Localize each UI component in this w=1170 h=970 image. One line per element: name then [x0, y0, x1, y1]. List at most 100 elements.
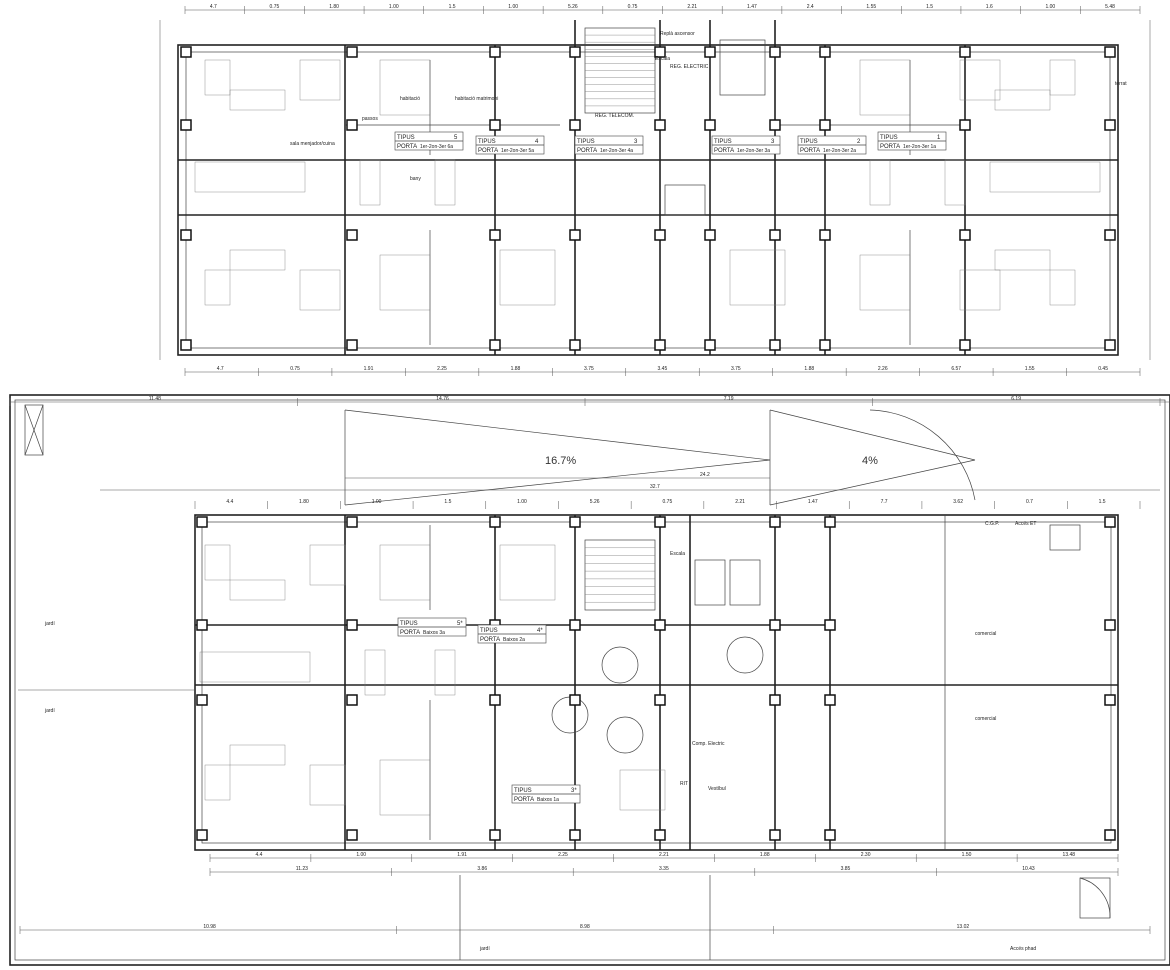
door-label: PORTA [577, 148, 597, 154]
dimension-label: 3.86 [477, 866, 487, 872]
dimension-label: 1.00 [517, 499, 527, 505]
unit-type: TIPUS [478, 139, 496, 145]
dimension-label: 0.7 [1026, 499, 1033, 505]
dimension-label: 1.00 [389, 4, 399, 10]
structural-column [1104, 339, 1116, 351]
dimension-label: 7.19 [724, 396, 734, 402]
structural-column [196, 516, 208, 528]
unit-number: 3 [634, 139, 638, 145]
unit-type: TIPUS [714, 139, 732, 145]
ramp-slope-label: 16.7% [545, 455, 576, 467]
door-label: PORTA [400, 630, 420, 636]
structural-column [704, 339, 716, 351]
dimension-label: 1.88 [804, 366, 814, 372]
unit-type: TIPUS [480, 628, 498, 634]
door-label: PORTA [397, 144, 417, 150]
room-label: passos [362, 116, 378, 122]
structural-column [180, 46, 192, 58]
structural-column [1104, 229, 1116, 241]
dimension-label: 0.75 [663, 499, 673, 505]
structural-column [704, 46, 716, 58]
unit-number: 1 [937, 135, 941, 141]
structural-column [824, 829, 836, 841]
unit-number: 4 [535, 139, 539, 145]
dimension-label: 2.21 [687, 4, 697, 10]
dimension-label: 3.85 [841, 866, 851, 872]
door-number: Baixos 2a [503, 637, 525, 643]
structural-column [1104, 516, 1116, 528]
structural-column [489, 229, 501, 241]
room-label: comercial [975, 631, 996, 637]
unit-type: TIPUS [400, 621, 418, 627]
structural-column [819, 46, 831, 58]
room-label: Escala [670, 551, 685, 557]
structural-column [196, 829, 208, 841]
room-label: C.G.P. [985, 521, 999, 527]
structural-column [959, 46, 971, 58]
dimension-label: 3.45 [658, 366, 668, 372]
dimension-label: 1.5 [444, 499, 451, 505]
door-number: 1er-2on-3er 4a [600, 148, 633, 154]
room-label: jardí [479, 946, 490, 952]
door-number: Baixos 3a [423, 630, 445, 636]
structural-column [769, 339, 781, 351]
room-label: Accés phad [1010, 946, 1036, 952]
structural-column [769, 694, 781, 706]
structural-column [489, 46, 501, 58]
dimension-label: 5.26 [590, 499, 600, 505]
structural-column [1104, 829, 1116, 841]
structural-column [569, 619, 581, 631]
dimension-label: 13.02 [957, 924, 970, 930]
unit-type: TIPUS [577, 139, 595, 145]
structural-column [489, 119, 501, 131]
door-label: PORTA [714, 148, 734, 154]
dimension-label: 2.25 [558, 852, 568, 858]
door-number: 1er-2on-3er 3a [737, 148, 770, 154]
dimension-label: 3.75 [584, 366, 594, 372]
structural-column [959, 229, 971, 241]
structural-column [489, 694, 501, 706]
structural-column [704, 119, 716, 131]
structural-column [346, 46, 358, 58]
room-label: Accés ET [1015, 521, 1036, 527]
dimension-label: 3.35 [659, 866, 669, 872]
room-label: habitació matrimoni [455, 96, 498, 102]
structural-column [819, 339, 831, 351]
door-label: PORTA [514, 797, 534, 803]
structural-column [569, 516, 581, 528]
room-label: bany [410, 176, 421, 182]
dimension-label: 6.19 [1011, 396, 1021, 402]
room-label: RIT [680, 781, 688, 787]
dimension-label: 13.48 [1063, 852, 1076, 858]
parking-ramp: 16.7% 4% 24.2 32.7 [100, 409, 1160, 506]
structural-column [489, 829, 501, 841]
dimension-label: 5.48 [1105, 4, 1115, 10]
unit-number: 5* [457, 621, 463, 627]
ventilation-shaft [24, 404, 44, 456]
room-label: REG. TELECOM. [595, 113, 634, 119]
dimension-label: 8.98 [580, 924, 590, 930]
dimension-label: 6.57 [951, 366, 961, 372]
dimension-label: 1.6 [986, 4, 993, 10]
structural-column [346, 829, 358, 841]
structural-column [346, 516, 358, 528]
structural-column [654, 829, 666, 841]
dimension-label: 4.7 [217, 366, 224, 372]
dimension-label: 4.4 [226, 499, 233, 505]
dimension-label: 1.5 [926, 4, 933, 10]
structural-column [489, 339, 501, 351]
structural-column [654, 694, 666, 706]
dimension-label: 1.50 [962, 852, 972, 858]
dimension-label: 2.21 [735, 499, 745, 505]
unit-type: TIPUS [800, 139, 818, 145]
room-label: terrat [1115, 81, 1127, 87]
structural-column [654, 339, 666, 351]
dimension-label: 0.75 [270, 4, 280, 10]
dimension-label: 1.91 [364, 366, 374, 372]
structural-column [704, 229, 716, 241]
structural-column [819, 119, 831, 131]
room-label: jardí [44, 708, 55, 714]
structural-column [654, 229, 666, 241]
structural-column [346, 119, 358, 131]
structural-column [569, 46, 581, 58]
